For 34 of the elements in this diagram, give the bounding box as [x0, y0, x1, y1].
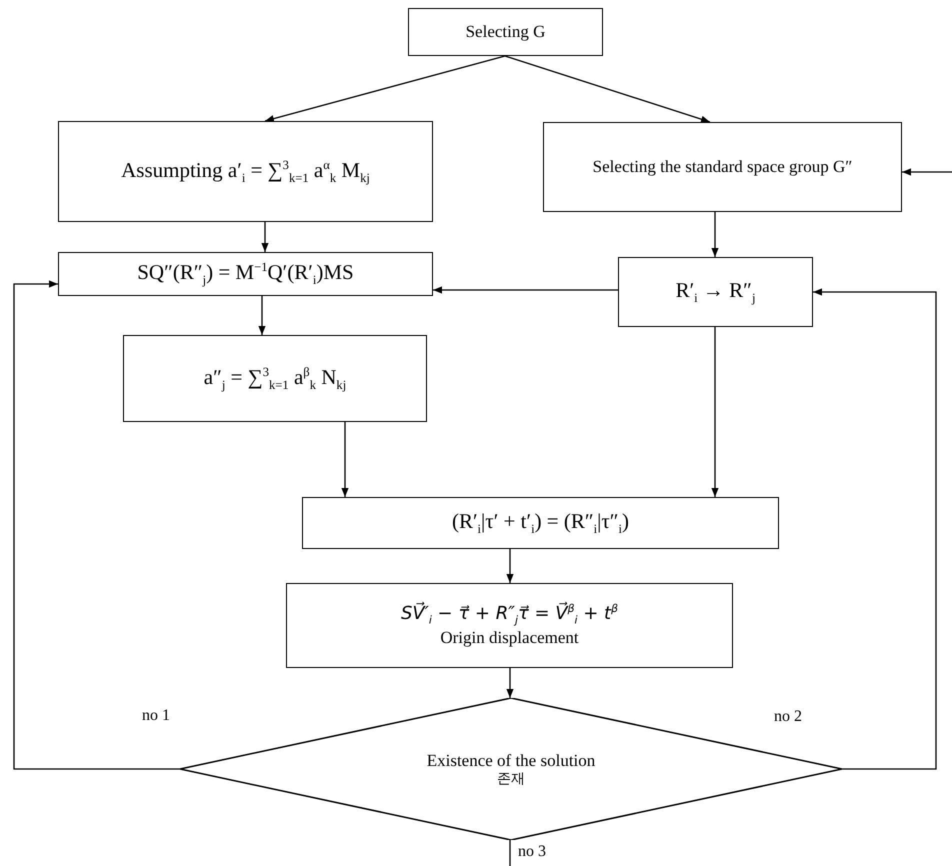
arrow: [341, 422, 349, 497]
arrow: [261, 222, 269, 252]
formula-text: R′$_{i}$ → R″$_{j}$: [674, 277, 756, 307]
process-box: [543, 122, 902, 212]
arrow: [902, 168, 952, 176]
node-text: Selecting G: [464, 21, 546, 43]
process-box: [123, 335, 427, 422]
arrow: [258, 296, 266, 335]
arrow: [13, 280, 180, 770]
connector-line: [509, 840, 511, 866]
process-box: [58, 121, 433, 222]
process-box: [302, 497, 779, 549]
process-box: [286, 583, 733, 668]
formula-text: Assumpting a′$_{i}$ = ∑$^{3}$$_{k=1}$ a$^{α}$$_{k}$ M$_{kj}$: [120, 156, 371, 186]
arrow: [506, 668, 514, 698]
arrow: [711, 327, 719, 497]
process-box: [408, 8, 603, 56]
node-text: 존재: [496, 770, 526, 788]
node-text: Existence of the solution: [426, 750, 596, 771]
arrow: [506, 549, 514, 583]
node-text: Selecting the standard space group G″: [592, 156, 854, 178]
node-text: Origin displacement: [439, 627, 580, 649]
formula-text: SV⃗′$_{i}$ − τ⃗ + R″$_{j}$τ⃗ = V⃗$^{β}$$_{i}$ + t$^{β}$: [400, 602, 619, 628]
process-box: [618, 257, 813, 327]
arrow: [264, 55, 506, 122]
decision-diamond: [180, 698, 842, 840]
arrow: [711, 212, 719, 257]
formula-text: SQ″(R″$_{j}$) = M$^{−1}$Q′(R′$_{i}$)MS: [136, 259, 355, 289]
arrow: [433, 286, 618, 294]
formula-text: a″$_{j}$ = ∑$^{3}$$_{k=1}$ a$^{β}$$_{k}$ N$_{kj}$: [202, 364, 348, 394]
arrow: [813, 288, 937, 770]
formula-text: (R′$_{i}$|τ′ + t′$_{i}$) = (R″$_{i}$|τ″$_{i}$): [450, 508, 630, 538]
arrow: [504, 55, 710, 123]
process-box: [58, 252, 433, 296]
